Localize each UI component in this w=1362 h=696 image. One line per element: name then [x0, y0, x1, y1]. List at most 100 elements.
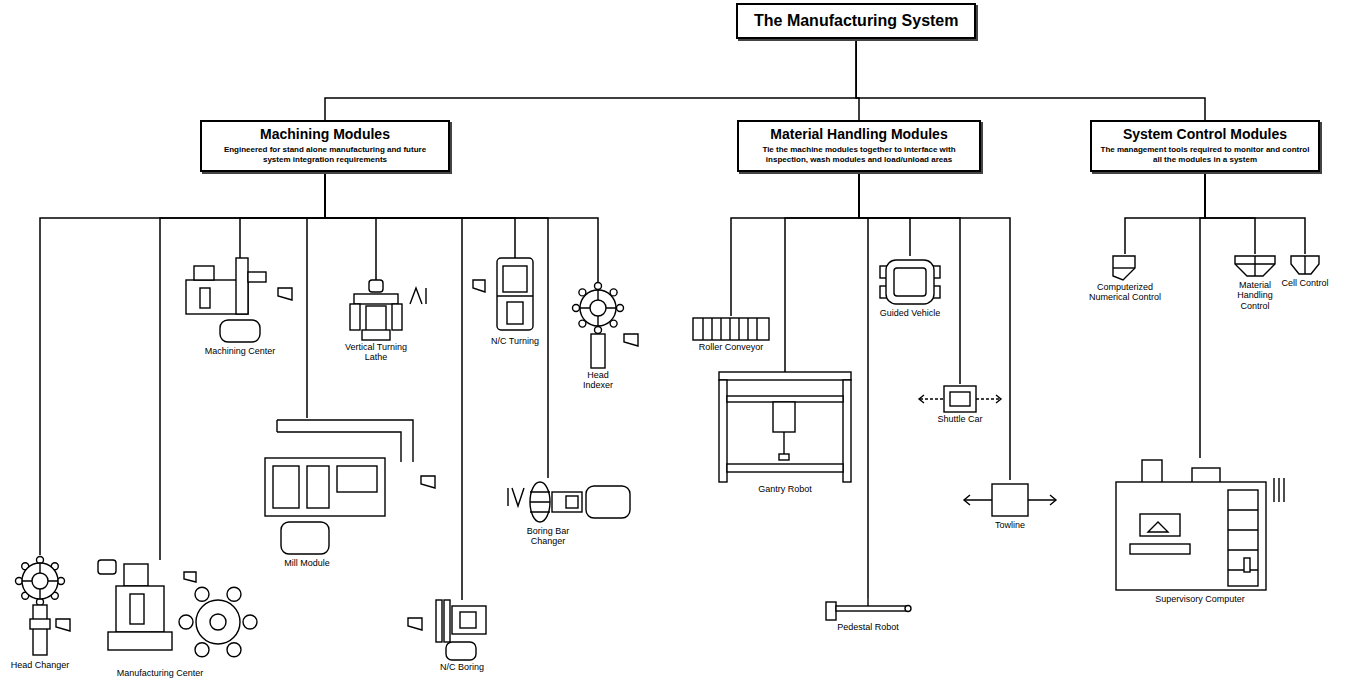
module-label: Roller Conveyor	[691, 342, 771, 352]
guided-vehicle-icon	[894, 268, 926, 296]
nc-boring-icon	[444, 600, 450, 642]
tree-connector	[1205, 172, 1305, 254]
tree-connector	[859, 172, 910, 256]
towline-icon	[964, 484, 1056, 516]
manufacturing-center-icon	[196, 600, 240, 644]
icon-space	[341, 280, 411, 342]
pedestal-robot-icon	[836, 606, 906, 611]
icon-space	[1080, 254, 1170, 282]
system-title: The Manufacturing System	[754, 12, 958, 30]
icon-space	[487, 258, 543, 336]
guided-vehicle-icon	[886, 260, 934, 304]
machine-module: Machining Center	[190, 258, 290, 356]
gantry-robot-icon	[719, 372, 851, 380]
supervisory-computer-icon	[1140, 514, 1180, 536]
machine-module: Boring Bar Changer	[518, 478, 578, 547]
handling-module: Gantry Robot	[745, 372, 825, 494]
module-label: Computerized Numerical Control	[1080, 282, 1170, 303]
icon-space	[572, 282, 624, 370]
cell-control-icon	[1291, 256, 1319, 274]
module-label: N/C Turning	[487, 336, 543, 346]
nc-turning-icon	[473, 280, 485, 292]
machining-center-icon	[194, 266, 214, 280]
pedestal-robot-icon	[867, 598, 868, 606]
supervisory-computer-icon	[1130, 544, 1190, 554]
machine-module: Manufacturing Center	[105, 560, 215, 678]
tree-connector	[40, 172, 325, 555]
module-box: System Control ModulesThe management too…	[1090, 120, 1320, 172]
shuttle-car-icon	[944, 386, 976, 412]
module-label: Towline	[980, 520, 1040, 530]
tree-connector	[859, 172, 1010, 480]
machine-module: Vertical Turning Lathe	[341, 280, 411, 363]
system-box: The Manufacturing System	[736, 3, 976, 39]
control-module: Computerized Numerical Control	[1080, 254, 1170, 303]
tree-connector	[240, 172, 325, 258]
vertical-lathe-icon	[362, 330, 390, 340]
boring-bar-changer-icon	[530, 482, 550, 522]
head-indexer-icon	[624, 334, 638, 346]
nc-boring-icon	[446, 642, 476, 660]
machine-module: Mill Module	[262, 418, 352, 568]
cnc-pendant-icon	[1113, 267, 1135, 268]
supervisory-computer-icon	[1148, 522, 1168, 532]
tree-connector	[1125, 172, 1205, 254]
supervisory-computer-icon	[1228, 490, 1258, 586]
boring-bar-changer-icon	[508, 482, 630, 522]
cnc-pendant-icon	[1113, 256, 1135, 280]
supervisory-computer-icon	[1142, 460, 1162, 484]
box-heading: Material Handling Modules	[747, 126, 971, 143]
shuttle-car-icon	[950, 392, 970, 406]
pedestal-robot-icon	[905, 606, 911, 612]
manufacturing-center-icon	[227, 643, 241, 657]
manufacturing-center-icon	[243, 615, 257, 629]
icon-space	[925, 384, 995, 414]
vertical-lathe-icon	[354, 294, 398, 304]
module-label: Head Changer	[10, 660, 70, 670]
icon-space	[262, 418, 352, 558]
head-indexer-icon	[595, 327, 602, 334]
module-label: Mill Module	[262, 558, 352, 568]
control-module: Cell Control	[1281, 254, 1329, 288]
boring-bar-changer-icon	[586, 486, 630, 518]
machine-module: N/C Turning	[487, 258, 543, 346]
head-indexer-icon	[573, 283, 639, 369]
supervisory-computer-icon	[1274, 478, 1284, 502]
machining-center-icon	[200, 288, 210, 308]
supervisory-computer-icon	[1228, 510, 1258, 570]
box-description: Tie the machine modules together to inte…	[747, 145, 971, 165]
tree-connector	[859, 172, 868, 598]
supervisory-computer-icon	[1116, 460, 1284, 590]
tree-connector	[325, 39, 856, 120]
icon-space	[1281, 254, 1329, 278]
gantry-robot-icon	[719, 372, 851, 482]
vertical-lathe-icon	[350, 280, 426, 340]
nc-turning-icon	[497, 295, 533, 296]
cnc-pendant-icon	[1113, 256, 1135, 280]
manufacturing-center-icon	[116, 586, 164, 632]
mill-module-icon	[337, 466, 377, 492]
module-box: Material Handling ModulesTie the machine…	[737, 120, 981, 172]
nc-boring-icon	[452, 606, 486, 634]
cell-control-icon	[1304, 256, 1305, 274]
manufacturing-center-icon	[108, 632, 172, 650]
icon-space	[745, 372, 825, 484]
module-label: Cell Control	[1281, 278, 1329, 288]
handling-module: Pedestal Robot	[828, 598, 908, 632]
manufacturing-center-icon	[184, 572, 196, 582]
machine-module: Head Changer	[10, 555, 70, 670]
head-changer-icon	[16, 557, 71, 656]
mill-module-icon	[277, 420, 413, 462]
gantry-robot-icon	[727, 396, 843, 402]
nc-boring-icon	[408, 618, 422, 630]
machine-module: Head Indexer	[572, 282, 624, 391]
vertical-lathe-icon	[350, 304, 360, 330]
icon-space	[828, 598, 908, 622]
module-label: Guided Vehicle	[875, 308, 945, 318]
gantry-robot-icon	[783, 432, 784, 454]
module-label: Shuttle Car	[925, 414, 995, 424]
pedestal-robot-icon	[826, 602, 836, 620]
mill-module-icon	[421, 476, 435, 488]
icon-space	[427, 600, 497, 662]
